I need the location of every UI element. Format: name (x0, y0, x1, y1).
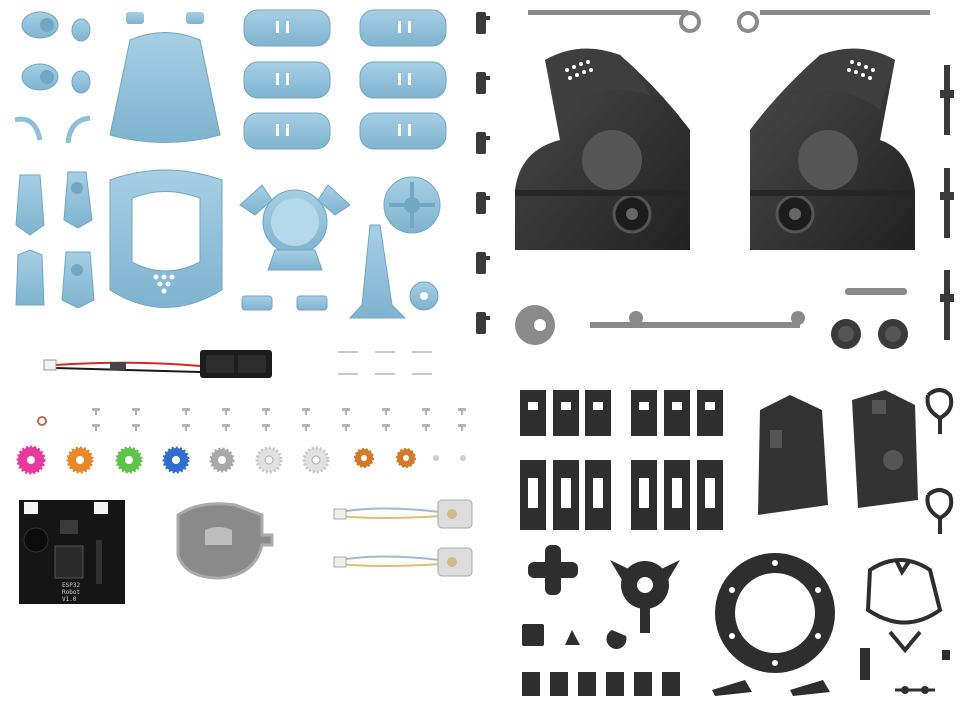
tri-arm-part (606, 560, 680, 649)
gray-linkage-part (515, 288, 908, 349)
blue-joint-part (21, 11, 91, 94)
dc-motor-icon (333, 499, 473, 577)
circuit-board-icon (19, 500, 125, 604)
blue-tab-part (186, 12, 204, 24)
dark-cover-part (758, 390, 918, 515)
gear-pink (16, 445, 46, 475)
gear-white (302, 446, 330, 474)
blue-tab-part (126, 12, 144, 24)
gear-icon (16, 445, 466, 475)
blue-back-plate (109, 32, 221, 143)
blue-arc-part (14, 116, 43, 141)
blue-small-bracket (296, 295, 328, 311)
blue-disk-part (383, 176, 441, 234)
gear-bronze (396, 448, 416, 468)
blue-limb-shell (15, 171, 95, 309)
pin-part (940, 65, 954, 340)
gray-cover-plate (176, 502, 274, 580)
pcb-label-line3: V1.0 (62, 596, 77, 603)
head-frame-part (865, 558, 943, 654)
blue-plastic-shell-icon (14, 9, 447, 319)
steel-pin-part (338, 351, 432, 375)
cross-joint-part (522, 545, 580, 646)
blue-servo-bracket (239, 184, 351, 271)
blue-arc-part (65, 115, 91, 144)
small-pin-part (860, 648, 950, 694)
battery-holder-icon (43, 350, 272, 378)
pcb-label-line1: ESP32 (62, 582, 81, 589)
servo-housing-icon (515, 48, 915, 250)
gear-green (115, 446, 143, 474)
small-block-part (522, 672, 830, 696)
screw-icon (37, 408, 466, 431)
gear-white (255, 446, 283, 474)
gear-tiny (433, 455, 439, 461)
blue-arm-shell (243, 9, 447, 150)
ring-bearing-icon (715, 553, 835, 673)
gear-bronze (354, 448, 374, 468)
gear-blue (162, 446, 190, 474)
clip-ring-part (925, 388, 954, 534)
gear-gray (209, 447, 235, 473)
blue-tower-part (348, 224, 407, 319)
blue-small-bracket (241, 295, 273, 311)
long-rod-part (528, 10, 930, 33)
gear-orange (66, 446, 94, 474)
gear-tiny (460, 455, 466, 461)
bracket-icon (520, 390, 723, 530)
pcb-label-line2: Robot (62, 589, 81, 596)
clip-icon (476, 12, 490, 334)
blue-face-shell (109, 169, 223, 308)
